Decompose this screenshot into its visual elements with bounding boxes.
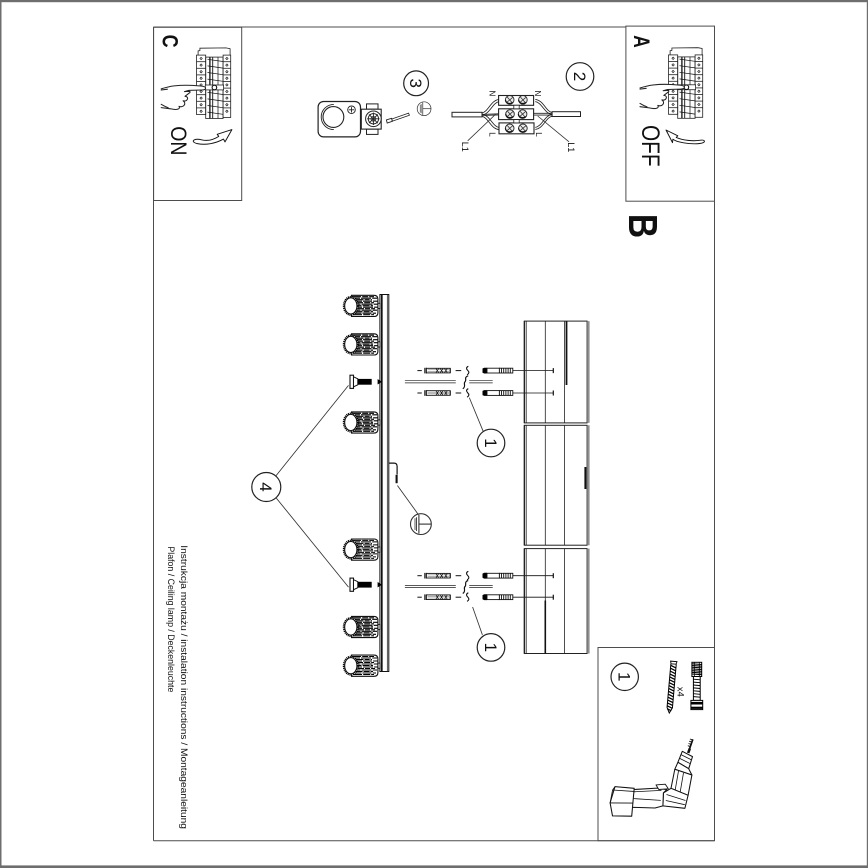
svg-text:N: N: [533, 91, 542, 97]
svg-text:4: 4: [256, 482, 275, 491]
svg-text:OFF: OFF: [636, 125, 664, 167]
svg-text:ON: ON: [166, 126, 191, 155]
svg-text:3: 3: [406, 79, 425, 88]
svg-text:C: C: [157, 35, 182, 48]
svg-text:L1: L1: [566, 142, 576, 152]
svg-text:Plafon / Ceiling lamp / Decken: Plafon / Ceiling lamp / Deckenleuchte: [166, 546, 177, 692]
svg-text:Instrukcja montażu / instalati: Instrukcja montażu / instalation instruc…: [179, 545, 190, 829]
svg-text:1: 1: [481, 438, 500, 447]
svg-text:1: 1: [481, 643, 500, 652]
svg-text:B: B: [620, 214, 666, 238]
svg-text:1: 1: [615, 672, 634, 681]
svg-text:2: 2: [570, 72, 589, 81]
svg-text:N: N: [487, 91, 496, 97]
svg-text:A: A: [629, 35, 654, 48]
svg-text:x4: x4: [675, 687, 686, 697]
svg-text:L1: L1: [460, 142, 470, 152]
svg-text:L: L: [534, 132, 543, 137]
svg-text:L: L: [487, 132, 496, 137]
